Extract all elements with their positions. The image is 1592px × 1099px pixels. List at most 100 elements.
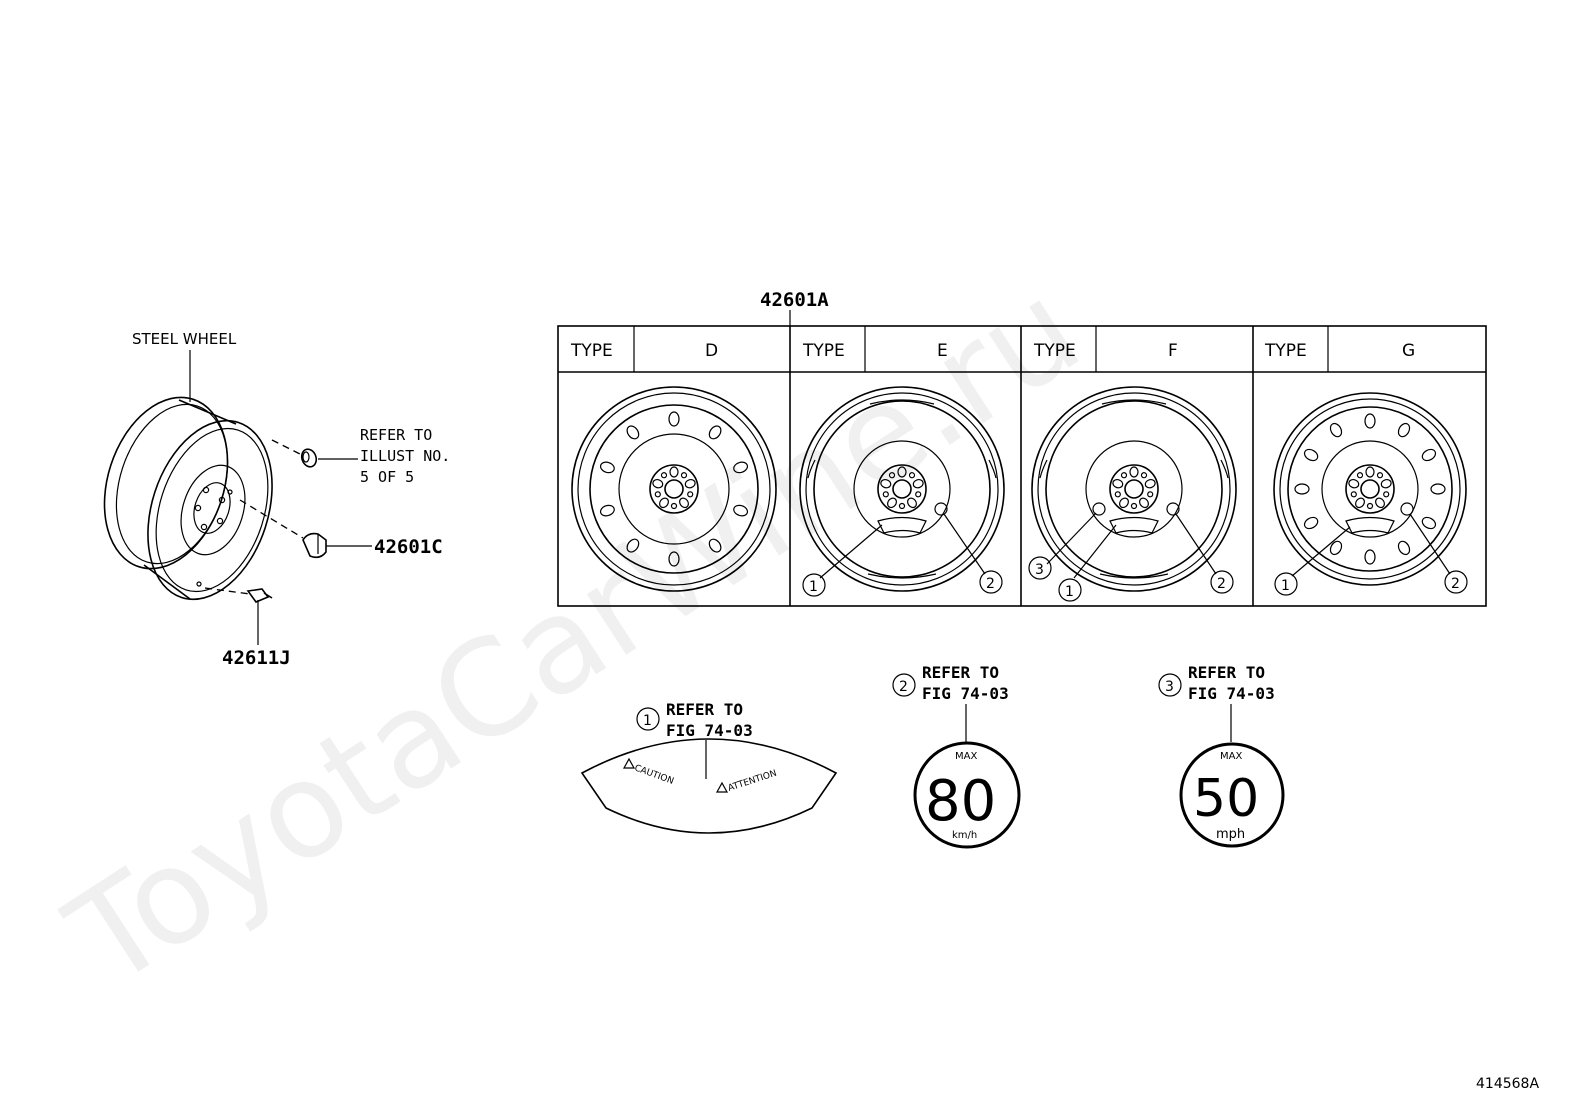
table-part-number: 42601A: [760, 289, 829, 311]
max-50-label: 3 REFER TO FIG 74-03 MAX 50 mph: [1158, 663, 1285, 848]
vent-hole: [708, 425, 722, 440]
lug-hole: [1114, 491, 1121, 498]
lug-hole: [1129, 466, 1139, 478]
lug-hole: [1383, 491, 1390, 498]
vent-hole: [1329, 422, 1343, 438]
vent-hole: [599, 504, 615, 517]
lug-hole: [912, 478, 924, 489]
vent-hole: [1364, 413, 1376, 429]
f-callout-3: 3: [1035, 562, 1044, 578]
lug-hole: [652, 478, 664, 489]
lug-hole: [1140, 472, 1148, 479]
g-callout-2: 2: [1451, 576, 1460, 592]
vent-hole: [1397, 540, 1411, 556]
label-3-speed: 50: [1193, 769, 1259, 829]
lug-hole: [1376, 472, 1384, 479]
steel-wheel-label: STEEL WHEEL: [132, 330, 237, 348]
type-d-label: TYPE: [570, 341, 613, 361]
lug-hole: [880, 478, 892, 489]
lug-hole: [687, 491, 694, 498]
vent-hole: [708, 538, 722, 553]
lug-hole: [1356, 472, 1364, 479]
f-callout-2: 2: [1217, 576, 1226, 592]
lug-hole: [915, 491, 922, 498]
label-2-refer: REFER TO: [922, 663, 999, 682]
type-e-value: E: [937, 341, 948, 361]
lug-hole: [1365, 466, 1375, 478]
lug-hole: [679, 497, 689, 509]
lug-hole: [684, 478, 696, 489]
vent-hole: [733, 461, 749, 474]
lug-hole: [1350, 491, 1357, 498]
type-e-label: TYPE: [802, 341, 845, 361]
wheel-type-e: 1 2: [799, 386, 1005, 597]
label-2-speed: 80: [925, 769, 996, 834]
lug-hole: [1147, 491, 1154, 498]
label-1-num: 1: [643, 713, 652, 729]
lug-hole: [670, 502, 678, 510]
lug-hole: [1144, 478, 1156, 489]
f-callout-1: 1: [1065, 584, 1074, 600]
valve-part-number: 42611J: [222, 647, 291, 669]
lug-hole: [660, 472, 668, 479]
steel-wheel-assembly: STEEL WHEEL REFER TO ILLUST NO.: [103, 330, 450, 669]
lug-hole: [888, 472, 896, 479]
figure-id: 414568A: [1476, 1076, 1539, 1092]
lug-hole: [680, 472, 688, 479]
wheel-type-f: 3 1 2: [1028, 386, 1237, 602]
label-3-unit: mph: [1216, 827, 1245, 842]
lug-hole: [1112, 478, 1124, 489]
vent-hole: [668, 411, 680, 427]
watermark: ToyotaCarWine.ru: [43, 252, 1106, 1017]
e-callout-2: 2: [986, 576, 995, 592]
refer-line-3: 5 OF 5: [360, 468, 414, 486]
type-f-value: F: [1168, 341, 1178, 361]
vent-hole: [626, 538, 640, 553]
vent-hole: [1294, 483, 1310, 495]
vent-hole: [1421, 516, 1437, 530]
vent-hole: [1303, 516, 1319, 530]
label-2-fig: FIG 74-03: [922, 684, 1009, 703]
label-1-attention: ATTENTION: [727, 769, 778, 794]
max-80-label: 2 REFER TO FIG 74-03 MAX 80 km/h: [892, 663, 1021, 849]
lug-hole: [1355, 497, 1365, 509]
label-1-refer: REFER TO: [666, 700, 743, 719]
lug-hole: [1120, 472, 1128, 479]
vent-hole: [599, 461, 615, 474]
e-callout-1: 1: [809, 579, 818, 595]
g-callout-1: 1: [1281, 578, 1290, 594]
lug-hole: [898, 502, 906, 510]
vent-hole: [1329, 540, 1343, 556]
nut-part-number: 42601C: [374, 536, 443, 558]
label-2-max: MAX: [955, 751, 977, 762]
valve-stem-icon: [246, 588, 273, 603]
refer-line-1: REFER TO: [360, 426, 432, 444]
lug-hole: [1375, 497, 1385, 509]
lug-hole: [908, 472, 916, 479]
wheel-type-d: [571, 386, 777, 592]
vent-hole: [1397, 422, 1411, 438]
vent-hole: [1303, 448, 1319, 462]
wheel-cap-icon: [300, 448, 318, 468]
caution-label: 1 REFER TO FIG 74-03 CAUTION ATTENTION: [580, 700, 838, 834]
lug-hole: [1130, 502, 1138, 510]
lug-hole: [1119, 497, 1129, 509]
label-2-unit: km/h: [952, 830, 977, 841]
label-2-num: 2: [899, 679, 908, 695]
lug-hole: [887, 497, 897, 509]
vent-hole: [733, 504, 749, 517]
lug-hole: [654, 491, 661, 498]
wheel-type-table: 42601A TYPE D TYPE E TYPE F TYPE G: [557, 289, 1487, 607]
lug-hole: [669, 466, 679, 478]
vent-hole: [1421, 448, 1437, 462]
vent-hole: [626, 425, 640, 440]
wheel-type-g: 1 2: [1273, 392, 1468, 596]
label-3-refer: REFER TO: [1188, 663, 1265, 682]
lug-hole: [1139, 497, 1149, 509]
wheel-hub: [193, 482, 231, 534]
lug-hole: [882, 491, 889, 498]
vent-hole: [668, 551, 680, 567]
lug-hole: [897, 466, 907, 478]
label-3-fig: FIG 74-03: [1188, 684, 1275, 703]
